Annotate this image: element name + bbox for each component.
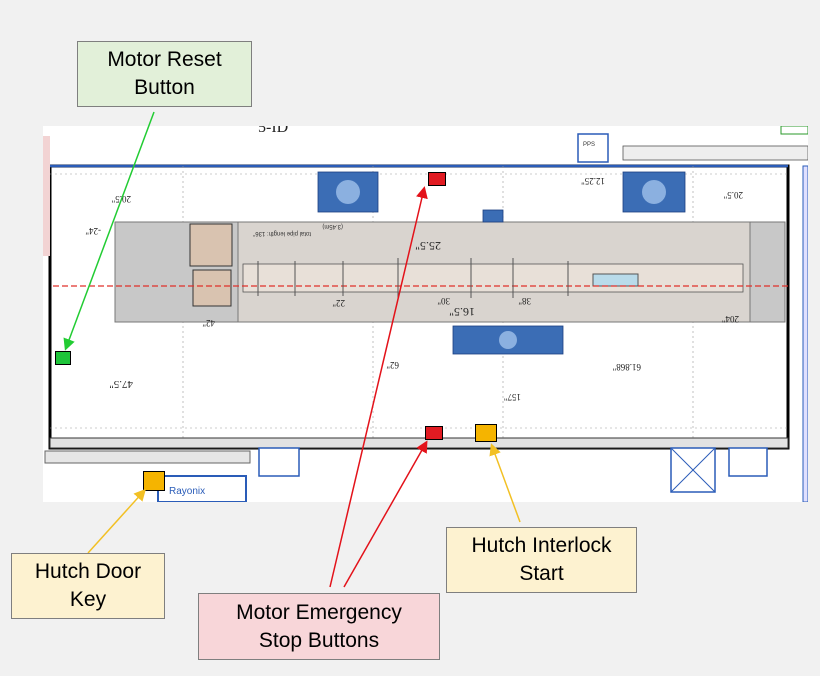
motor-reset-callout: Motor Reset Button	[77, 41, 252, 107]
cabinet-bottom	[44, 450, 251, 464]
dim-6: 61.868"	[612, 362, 641, 372]
left-pink-edge	[43, 136, 50, 256]
motor-reset-arrow	[63, 111, 155, 351]
dim-4: 16.5"	[449, 305, 475, 319]
hutch-door-key-callout: Hutch Door Key	[11, 553, 165, 619]
dim-9: 12.25"	[581, 176, 605, 186]
pipe-note: total pipe length: 136"	[253, 230, 311, 236]
estop-arrow-bottom	[343, 440, 428, 588]
pps-panel-top	[577, 133, 609, 163]
hutch-interlock-arrow	[489, 443, 521, 523]
rayonix-label: Rayonix	[169, 486, 205, 497]
emergency-stop-marker-bottom	[425, 426, 443, 440]
pps-panel-bottom	[258, 447, 300, 477]
pps-panel-top-label: PPS	[583, 142, 595, 148]
hutch-interlock-start-callout: Hutch Interlock Start	[446, 527, 637, 593]
right-edge	[802, 165, 808, 502]
pipe-flanges	[257, 258, 569, 298]
pipe-sub: (3.45m)	[322, 223, 343, 229]
dim-10: 42"	[202, 318, 215, 328]
dim-5: 47.5"	[109, 378, 133, 390]
dim-14: 38"	[518, 296, 531, 306]
estop-arrow-top	[329, 186, 428, 588]
hutch-door-key-arrow	[87, 488, 147, 554]
hutch-interlock-start-marker	[475, 424, 497, 442]
motor-reset-button-marker	[55, 351, 71, 365]
emergency-stop-marker-top	[428, 172, 446, 186]
dim-7: 157"	[504, 392, 522, 402]
blue-structures-inner	[336, 180, 666, 349]
top-cabinet	[622, 145, 808, 161]
dim-3: 25.5"	[415, 239, 441, 253]
dim-8: 20.5"	[723, 190, 743, 200]
hutch-door-key-marker	[143, 471, 165, 491]
dim-11: 204"	[722, 314, 740, 324]
dim-2: -24"	[85, 226, 101, 236]
box-b	[192, 269, 232, 307]
beam-pipe	[242, 263, 744, 293]
box-a	[189, 223, 233, 267]
motor-emergency-stop-callout: Motor Emergency Stop Buttons	[198, 593, 440, 660]
dim-15: 62"	[386, 360, 399, 370]
dim-12: 22"	[332, 298, 345, 308]
top-label: 5-ID	[258, 126, 288, 136]
green-box	[780, 126, 808, 135]
floor-plan-drawing: 5-ID PPS	[43, 126, 808, 502]
pps-panel-right	[728, 447, 768, 477]
dim-13: 30"	[437, 296, 450, 306]
